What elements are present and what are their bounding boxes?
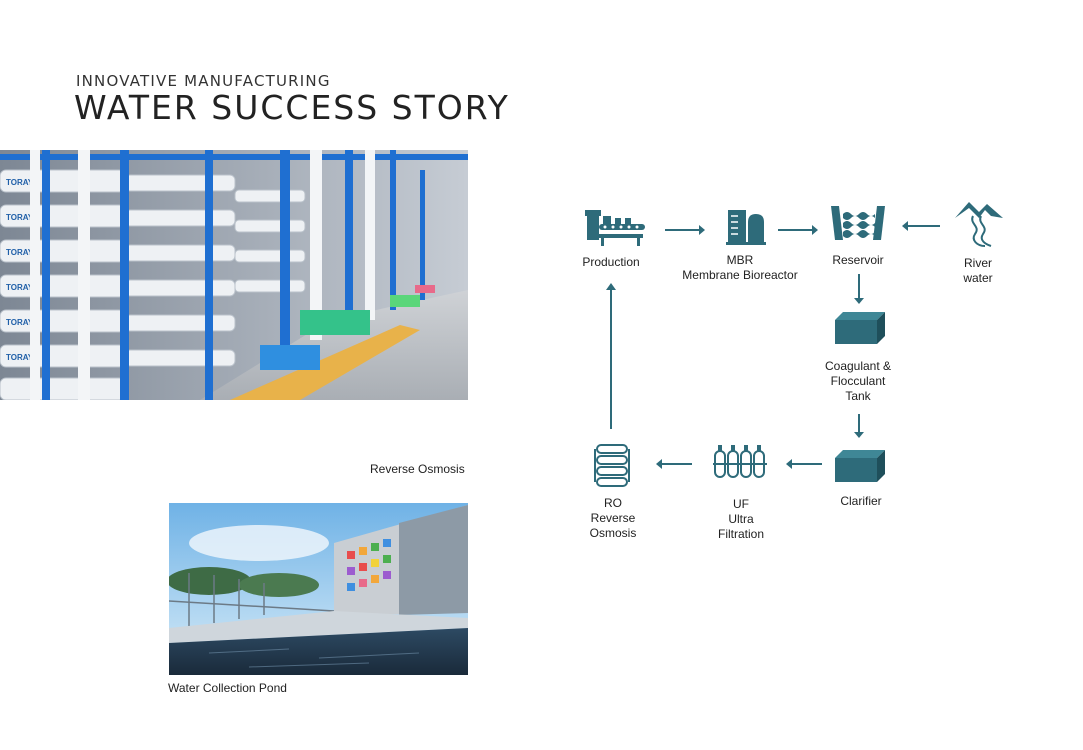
arrow-clarifier-to-uf xyxy=(786,459,822,469)
bioreactor-icon xyxy=(726,210,766,245)
ro-brand-text: TORAY xyxy=(6,178,34,187)
water-collection-pond-photo xyxy=(169,503,468,675)
arrow-ro-to-production xyxy=(606,283,616,429)
arrow-reservoir-to-coagulant xyxy=(854,274,864,304)
page-title: WATER SUCCESS STORY xyxy=(74,88,510,127)
uf-label: UF Ultra Filtration xyxy=(717,497,765,541)
reservoir-icon xyxy=(831,206,885,240)
ro-brand-text: TORAY xyxy=(6,283,34,292)
arrow-production-to-mbr xyxy=(665,225,705,235)
arrow-mbr-to-reservoir xyxy=(778,225,818,235)
kicker: INNOVATIVE MANUFACTURING xyxy=(76,72,331,90)
arrow-coagulant-to-clarifier xyxy=(854,414,864,438)
water-collection-pond-drawing xyxy=(169,503,468,675)
coagulant-label: Coagulant & Flocculant Tank xyxy=(824,359,892,403)
reverse-osmosis-photo: TORAY TORAY TORAY TORAY TORAY TORAY xyxy=(0,150,468,400)
clarifier-label: Clarifier xyxy=(840,494,882,508)
arrow-river-to-reservoir xyxy=(902,221,940,231)
ro-membranes-icon xyxy=(594,444,630,487)
reverse-osmosis-caption: Reverse Osmosis xyxy=(370,462,465,476)
river-mountain-icon xyxy=(955,202,1003,247)
ro-label: RO Reverse Osmosis xyxy=(589,496,637,540)
coagulant-tank-icon xyxy=(835,312,885,344)
factory-conveyor-icon xyxy=(585,210,645,246)
ro-brand-text: TORAY xyxy=(6,248,34,257)
ro-brand-text: TORAY xyxy=(6,353,34,362)
mbr-label: MBR Membrane Bioreactor xyxy=(682,253,798,282)
water-collection-pond-caption: Water Collection Pond xyxy=(168,681,287,695)
production-label: Production xyxy=(582,255,640,269)
reverse-osmosis-photo-drawing: TORAY TORAY TORAY TORAY TORAY TORAY xyxy=(0,150,468,400)
reservoir-label: Reservoir xyxy=(832,253,884,267)
ro-brand-text: TORAY xyxy=(6,213,34,222)
ro-brand-text: TORAY xyxy=(6,318,34,327)
river-label: River water xyxy=(963,256,993,285)
arrow-uf-to-ro xyxy=(656,459,692,469)
uf-cartridges-icon xyxy=(713,445,767,478)
clarifier-tank-icon xyxy=(835,450,885,482)
